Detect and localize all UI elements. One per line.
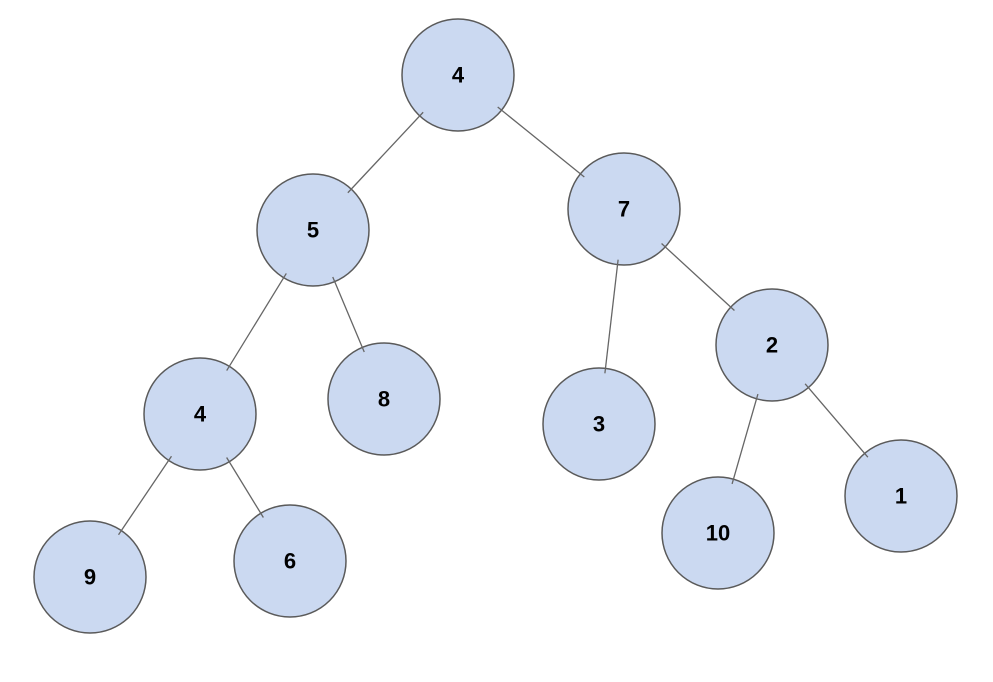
tree-edge-a-c — [497, 106, 585, 178]
tree-node-g — [715, 288, 829, 402]
tree-edge-b-d — [226, 273, 287, 371]
tree-edge-c-f — [604, 259, 619, 374]
tree-node-f — [542, 367, 656, 481]
tree-node-j — [661, 476, 775, 590]
tree-node-e — [327, 342, 441, 456]
tree-node-b — [256, 173, 370, 287]
tree-edge-d-i — [226, 457, 264, 518]
tree-edge-b-e — [332, 276, 365, 353]
tree-edge-c-g — [661, 243, 735, 311]
tree-edge-g-j — [731, 393, 759, 485]
tree-node-c — [567, 152, 681, 266]
tree-node-d — [143, 357, 257, 471]
tree-edge-g-k — [804, 383, 869, 458]
tree-node-i — [233, 504, 347, 618]
tree-edge-a-b — [347, 111, 424, 194]
tree-edge-d-h — [117, 455, 173, 536]
tree-node-a — [401, 18, 515, 132]
tree-node-k — [844, 439, 958, 553]
tree-node-h — [33, 520, 147, 634]
